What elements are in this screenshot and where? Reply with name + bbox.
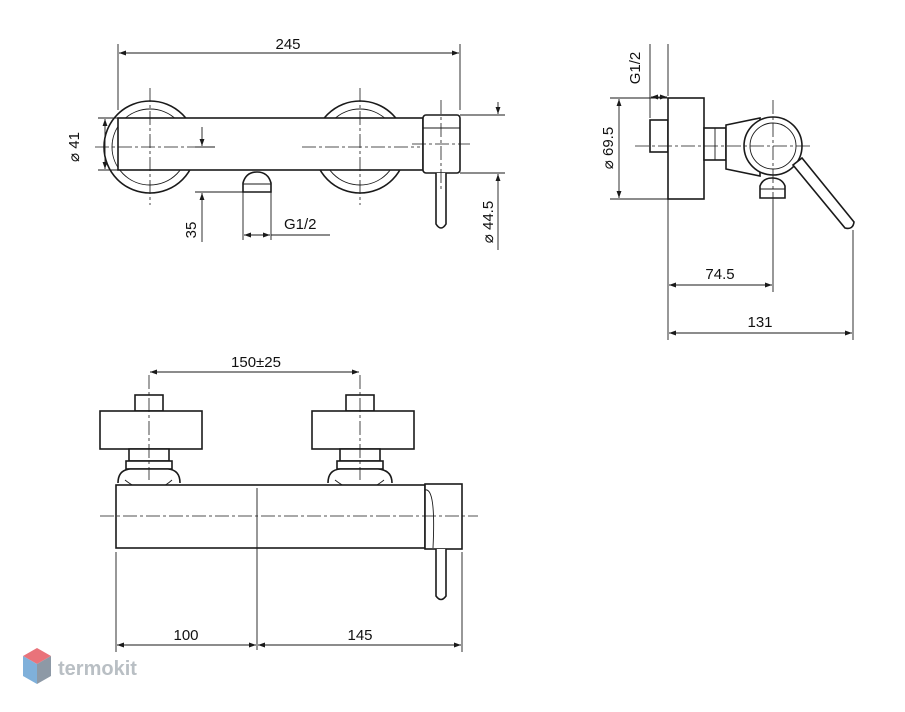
inlet-stub — [649, 119, 669, 153]
dim-inlet-thread: G1/2 — [627, 52, 644, 85]
dim-width: 245 — [275, 36, 300, 53]
dim-inlet-spacing: 150±25 — [231, 354, 281, 371]
top-body — [115, 484, 426, 549]
dim-total-depth: 131 — [747, 314, 772, 331]
side-view: G1/2 ⌀ 69.5 74.5 131 — [600, 44, 855, 340]
top-lever — [435, 549, 447, 601]
dim-handle-axis-depth: 74.5 — [705, 266, 734, 283]
dim-outlet-thread: G1/2 — [284, 216, 317, 233]
cube-icon — [23, 648, 51, 684]
right-cap — [311, 410, 415, 450]
logo-text: termokit — [58, 658, 137, 680]
lever — [435, 173, 447, 229]
dim-right-length: 145 — [347, 627, 372, 644]
dim-outlet-offset: 35 — [183, 222, 200, 239]
dim-handle-diameter: ⌀ 44.5 — [480, 201, 497, 243]
mixer-body — [117, 117, 424, 171]
side-lever — [791, 156, 855, 230]
top-handle-housing — [424, 483, 463, 550]
termokit-logo: termokit — [23, 648, 137, 684]
outlet-nut — [242, 171, 272, 193]
left-cap — [99, 410, 203, 450]
dim-left-length: 100 — [173, 627, 198, 644]
side-outlet-nut — [759, 177, 786, 199]
top-view: 150±25 100 145 — [99, 354, 478, 652]
dim-rosette-diameter-side: ⌀ 69.5 — [600, 127, 617, 169]
front-view: 245 ⌀ 41 35 G1/2 ⌀ 44.5 — [66, 36, 505, 250]
dim-rosette-diameter-front: ⌀ 41 — [66, 132, 83, 162]
side-rosette — [667, 97, 705, 200]
